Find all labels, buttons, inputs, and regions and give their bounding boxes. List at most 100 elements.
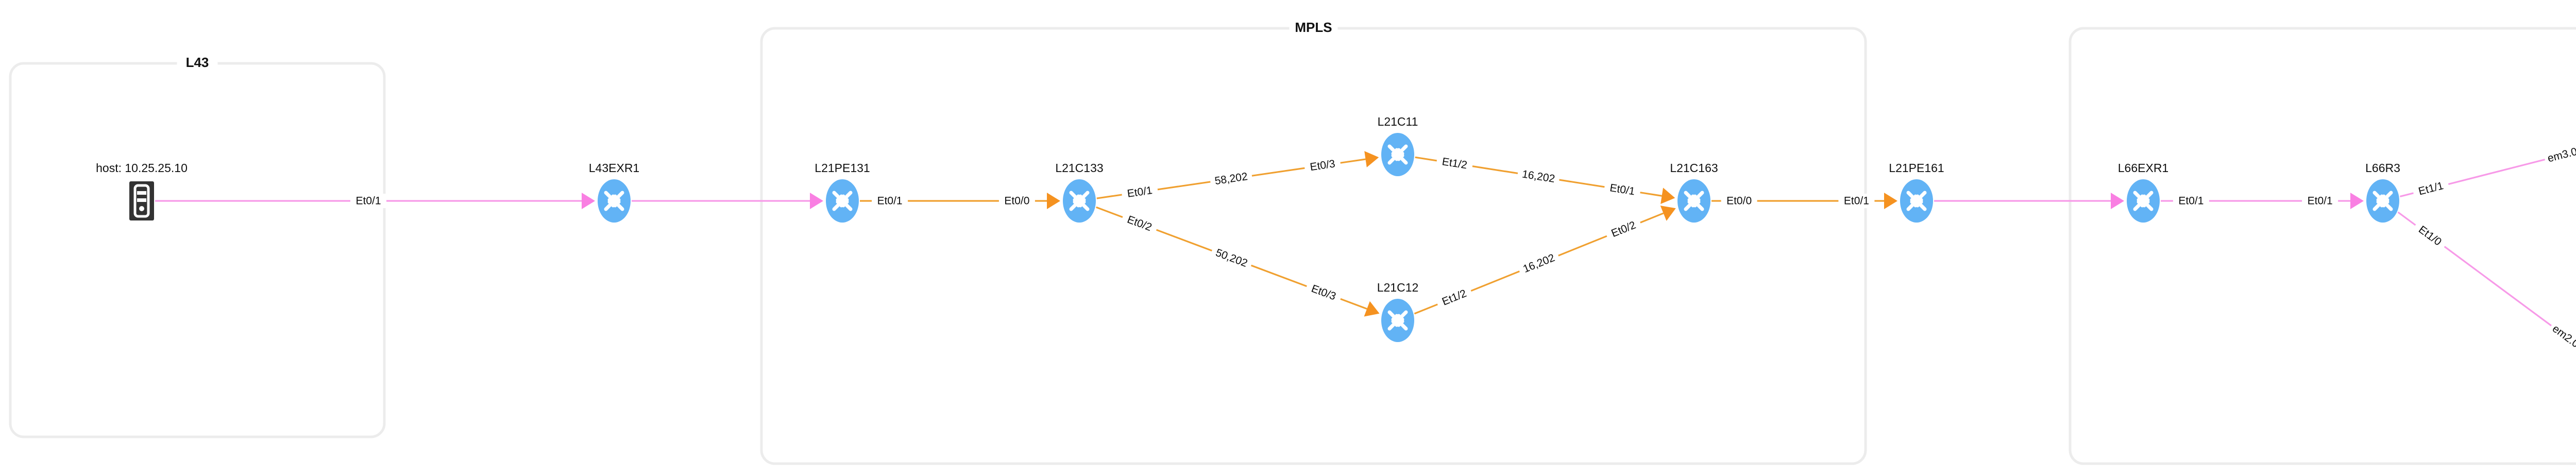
router-icon[interactable] bbox=[2127, 179, 2160, 223]
router-icon[interactable] bbox=[1063, 179, 1096, 223]
edge-label-group: Et0/1 bbox=[1838, 194, 1875, 208]
edge-label-group: Et0/1 bbox=[2302, 194, 2338, 208]
router-icon[interactable] bbox=[1900, 179, 1933, 223]
node-label-bg bbox=[2363, 161, 2402, 177]
node-label: L21PE161 bbox=[1889, 161, 1944, 175]
node-label-bg bbox=[1054, 161, 1105, 177]
edge-label-group: Et0/2 bbox=[1604, 216, 1643, 243]
edge-label-group: Et0/1 bbox=[350, 194, 386, 208]
edge-label-bg bbox=[1838, 194, 1875, 208]
node-label: L21C11 bbox=[1378, 115, 1418, 128]
node-l21c12[interactable]: L21C12 bbox=[1375, 281, 1420, 342]
edge-label: Et0/1 bbox=[1844, 195, 1869, 207]
edge-label-bg bbox=[1721, 194, 1757, 208]
edge-label-bg bbox=[1304, 279, 1343, 306]
edge-label-group: Et0/3 bbox=[1304, 279, 1343, 306]
group-g-l43: L43 bbox=[9, 55, 386, 438]
node-label-bg bbox=[1375, 115, 1420, 130]
link-e2 bbox=[632, 193, 823, 209]
link-e9 bbox=[1934, 193, 2124, 209]
edge-label-group: 50,202 bbox=[1209, 244, 1254, 273]
edge-label-bg bbox=[1209, 244, 1254, 273]
node-l66exr1[interactable]: L66EXR1 bbox=[2117, 161, 2169, 223]
link-arrowhead bbox=[1660, 188, 1675, 205]
edge-label-bg bbox=[2412, 177, 2450, 200]
edge-label-group: Et0/2 bbox=[1120, 210, 1159, 237]
group-border bbox=[2069, 27, 2576, 465]
link-arrowhead bbox=[1884, 193, 1897, 209]
edge-label: Et0/1 bbox=[2178, 195, 2204, 207]
node-l43exr1[interactable]: L43EXR1 bbox=[588, 161, 640, 223]
node-l21c11[interactable]: L21C11 bbox=[1375, 115, 1420, 176]
edge-label-group: Et0/0 bbox=[998, 194, 1035, 208]
edge-label-group: Et0/1 bbox=[1603, 179, 1641, 200]
node-label: L21PE131 bbox=[815, 161, 870, 175]
edge-label-group: Et1/1 bbox=[2412, 177, 2450, 200]
node-label: L21C133 bbox=[1055, 161, 1103, 175]
edge-label-group: 58,202 bbox=[1209, 168, 1253, 189]
node-host-l43[interactable]: host: 10.25.25.10 bbox=[84, 161, 199, 220]
link-arrowhead bbox=[2350, 193, 2364, 209]
node-label-bg bbox=[1375, 281, 1420, 296]
edge-label-group: em3.0 bbox=[2543, 143, 2576, 167]
edge-label-bg bbox=[2411, 219, 2449, 252]
edge-label-group: Et0/1 bbox=[872, 194, 908, 208]
edge-label: 58,202 bbox=[1214, 171, 1248, 187]
node-label-bg bbox=[1888, 161, 1945, 177]
link-arrowhead bbox=[1364, 301, 1380, 317]
router-icon[interactable] bbox=[598, 179, 631, 223]
group-g-mpls: MPLS bbox=[760, 20, 1867, 465]
edge-label-bg bbox=[350, 194, 386, 208]
edge-label-bg bbox=[1603, 179, 1641, 200]
router-icon[interactable] bbox=[1381, 133, 1414, 176]
edge-label-group: Et0/3 bbox=[1303, 156, 1342, 176]
node-label: L66EXR1 bbox=[2118, 161, 2168, 175]
link-arrowhead bbox=[582, 193, 595, 209]
edge-label: Et0/0 bbox=[1004, 195, 1029, 207]
node-label-bg bbox=[588, 161, 640, 177]
edge-label-group: Et0/1 bbox=[2173, 194, 2209, 208]
host-icon[interactable] bbox=[129, 181, 154, 220]
node-l21c163[interactable]: L21C163 bbox=[1668, 161, 1720, 223]
group-border bbox=[760, 27, 1867, 465]
node-label-bg bbox=[814, 161, 871, 177]
links bbox=[155, 150, 2576, 345]
edge-label-group: Et1/2 bbox=[1435, 284, 1474, 311]
edge-label-group: 16,202 bbox=[1516, 166, 1561, 187]
edge-label: Et0/1 bbox=[355, 195, 381, 207]
group-border bbox=[9, 62, 386, 438]
edge-label-group: 16,202 bbox=[1517, 249, 1562, 278]
edge-label: 16,202 bbox=[1521, 168, 1556, 185]
edge-label-bg bbox=[2543, 143, 2576, 167]
group-title: MPLS bbox=[1295, 20, 1332, 35]
node-l21pe131[interactable]: L21PE131 bbox=[814, 161, 871, 223]
link-arrowhead bbox=[1364, 151, 1379, 167]
edge-label-bg bbox=[1303, 156, 1342, 176]
group-boxes: L43MPLS66 Ostrava DC bbox=[9, 20, 2576, 465]
edge-label: Et0/1 bbox=[2308, 195, 2333, 207]
router-icon[interactable] bbox=[826, 179, 859, 223]
edge-label-group: Et0/1 bbox=[1121, 182, 1159, 202]
router-icon[interactable] bbox=[2366, 179, 2399, 223]
edge-label: Et0/1 bbox=[877, 195, 903, 207]
node-l21pe161[interactable]: L21PE161 bbox=[1888, 161, 1945, 223]
node-label: L66R3 bbox=[2365, 161, 2400, 175]
node-l21c133[interactable]: L21C133 bbox=[1054, 161, 1105, 223]
node-label-bg bbox=[2117, 161, 2169, 177]
edge-label-bg bbox=[1517, 249, 1562, 278]
edge-label-bg bbox=[1435, 284, 1474, 311]
router-icon[interactable] bbox=[1677, 179, 1710, 223]
edge-label-bg bbox=[872, 194, 908, 208]
edge-label-bg bbox=[2547, 319, 2576, 353]
edge-label-bg bbox=[2302, 194, 2338, 208]
edge-label-bg bbox=[2173, 194, 2209, 208]
edge-label-bg bbox=[1435, 154, 1474, 174]
router-icon[interactable] bbox=[1381, 299, 1414, 342]
node-l66r3[interactable]: L66R3 bbox=[2363, 161, 2402, 223]
edge-label-bg bbox=[1516, 166, 1561, 187]
edge-label-bg bbox=[1121, 182, 1159, 202]
edge-label: 16,202 bbox=[1521, 252, 1556, 275]
